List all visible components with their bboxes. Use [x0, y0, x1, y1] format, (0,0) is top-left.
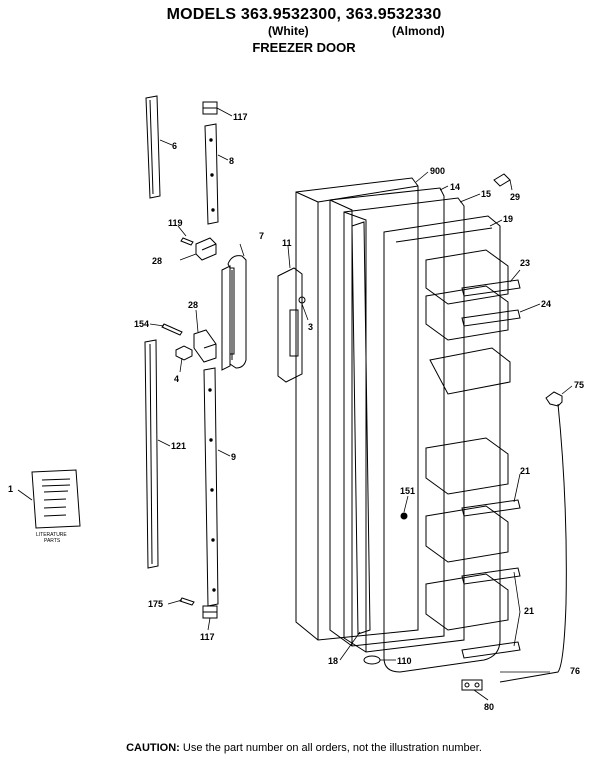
callout-label: 119	[168, 218, 183, 228]
callout-label: 21	[524, 606, 534, 616]
part-15-door-liner-frame	[343, 197, 465, 653]
callout-label: 18	[328, 656, 338, 666]
part-28-bracket-top	[195, 237, 217, 261]
part-11-handle-plate	[277, 267, 303, 383]
part-28-bracket-lower	[193, 329, 217, 363]
part-80-connector	[461, 679, 483, 691]
part-110-clip	[363, 655, 381, 665]
variant-almond-label: (Almond)	[392, 24, 445, 38]
callout-label: 28	[188, 300, 198, 310]
part-29-clip	[493, 173, 511, 187]
part-119-screw	[180, 237, 194, 246]
callout-label: 75	[574, 380, 584, 390]
part-21-shelf-bar-2	[461, 567, 521, 585]
callout-label: 3	[308, 322, 313, 332]
part-24-shelf-bar	[461, 309, 521, 327]
callout-label: 9	[231, 452, 236, 462]
caution-text: Use the part number on all orders, not t…	[179, 742, 482, 754]
callout-labels: 6 117 8 900 14 15 29 19 119 7 11 28 23 1…	[8, 112, 584, 712]
leader-lines	[17, 107, 573, 701]
callout-label: 28	[152, 256, 162, 266]
callout-label: 80	[484, 702, 494, 712]
caution-note: CAUTION: Use the part number on all orde…	[0, 742, 608, 754]
part-75-76-rod	[499, 391, 567, 683]
callout-label: 900	[430, 166, 445, 176]
callout-label: 1	[8, 484, 13, 494]
part-154-screw	[161, 323, 183, 336]
part-121-trim-strip	[144, 339, 159, 569]
callout-label: 15	[481, 189, 491, 199]
part-8-handle-mount-top	[204, 123, 219, 225]
caution-label: CAUTION:	[126, 742, 180, 754]
part-6-trim-strip	[145, 95, 161, 199]
callout-label: 4	[174, 374, 179, 384]
part-117-end-cap-top	[202, 101, 218, 115]
part-21-shelf-bar-1	[461, 499, 521, 517]
part-14-gasket-frame	[329, 187, 445, 647]
part-7-handle	[221, 255, 247, 371]
callout-label: 8	[229, 156, 234, 166]
part-19-inner-door-liner	[383, 215, 511, 673]
callout-label: 7	[259, 231, 264, 241]
literature-label-line1: LITERATURE	[36, 532, 67, 538]
variant-white-label: (White)	[268, 24, 309, 38]
part-3-screw	[298, 296, 306, 304]
part-151-screw	[400, 512, 408, 520]
callout-label: 11	[282, 238, 292, 248]
callout-label: 14	[450, 182, 460, 192]
part-9-handle-mount-lower	[203, 367, 219, 607]
callout-label: 175	[148, 599, 163, 609]
callout-label: 6	[172, 141, 177, 151]
callout-label: 154	[134, 319, 149, 329]
part-21-shelf-bar-3	[461, 641, 521, 659]
literature-label-line2: PARTS	[44, 538, 61, 544]
diagram-title: MODELS 363.9532300, 363.9532330	[166, 6, 442, 23]
callout-label: 21	[520, 466, 530, 476]
part-1-literature-booklet	[31, 469, 81, 529]
part-175-screw	[179, 597, 195, 606]
callout-label: 121	[171, 441, 186, 451]
callout-label: 76	[570, 666, 580, 676]
section-title: FREEZER DOOR	[252, 40, 356, 55]
part-117-end-cap-bottom	[202, 605, 218, 619]
callout-label: 117	[200, 632, 215, 642]
callout-label: 117	[233, 112, 248, 122]
callout-label: 23	[520, 258, 530, 268]
callout-label: 24	[541, 299, 551, 309]
part-23-shelf-bar	[461, 279, 521, 297]
callout-label: 151	[400, 486, 415, 496]
part-18-gasket-strip	[351, 221, 371, 635]
callout-label: 110	[397, 656, 412, 666]
callout-label: 19	[503, 214, 513, 224]
callout-label: 29	[510, 192, 520, 202]
part-4-clip	[175, 345, 193, 361]
